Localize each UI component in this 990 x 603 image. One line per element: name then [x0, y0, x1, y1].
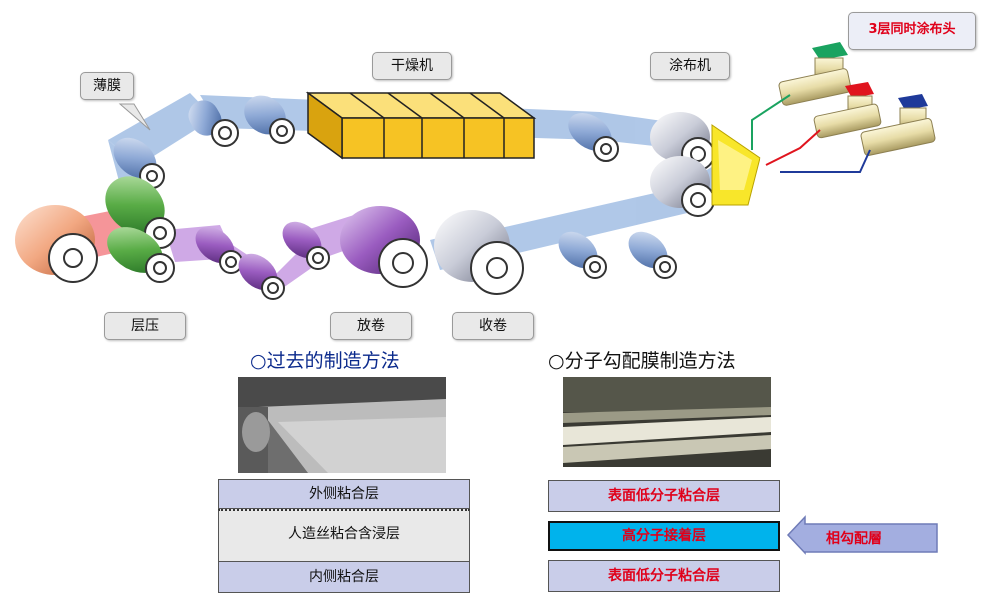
roller-orange: [15, 205, 98, 283]
new-method-photo: [563, 377, 771, 467]
extruder-red: [813, 82, 882, 139]
roller-upper-2: [244, 95, 295, 144]
roller-purple-2: [238, 253, 285, 300]
roller-rewind: [434, 210, 524, 295]
new-method-title: ○分子勾配膜制造方法: [548, 350, 736, 372]
feed-lines: [751, 94, 871, 173]
film-callout-pointer: [118, 103, 151, 131]
roller-left-blue: [113, 137, 165, 189]
roller-purple-1: [195, 226, 243, 274]
dryer-box: [305, 91, 537, 160]
past-layer-outer: 外侧粘合层: [218, 479, 470, 509]
past-layer-middle: 人造丝粘合含浸层: [218, 509, 470, 561]
past-method-photo: [238, 377, 446, 473]
label-film: 薄膜: [80, 72, 134, 100]
label-dryer: 干燥机: [372, 52, 452, 80]
label-coater: 涂布机: [650, 52, 730, 80]
roller-upper-3: [568, 112, 619, 162]
gradient-layer-arrow: [786, 515, 938, 555]
label-unwind: 放卷: [330, 312, 412, 340]
past-method-title: ○过去的制造方法: [250, 350, 400, 372]
roller-purple-3: [282, 221, 330, 270]
roller-lower-2: [628, 231, 677, 279]
extruder-green: [778, 42, 852, 106]
roller-lower-1: [558, 231, 607, 279]
label-laminate: 层压: [104, 312, 186, 340]
roller-green-bottom: [107, 227, 175, 283]
label-rewind: 收卷: [452, 312, 534, 340]
new-layer-surface-bottom: 表面低分子粘合层: [548, 560, 780, 592]
new-layer-polymer: 高分子接着层: [548, 521, 780, 551]
extruder-blue: [860, 94, 936, 156]
label-3layer-head: 3层同时涂布头: [848, 12, 976, 50]
roller-unwind: [340, 206, 428, 288]
roller-upper-1: [188, 100, 239, 147]
gradient-layer-label: 相勾配層: [826, 531, 882, 547]
past-layer-inner: 内侧粘合层: [218, 561, 470, 593]
roller-coater-bottom: [650, 156, 715, 217]
coating-head: [711, 124, 780, 206]
new-layer-surface-top: 表面低分子粘合层: [548, 480, 780, 512]
